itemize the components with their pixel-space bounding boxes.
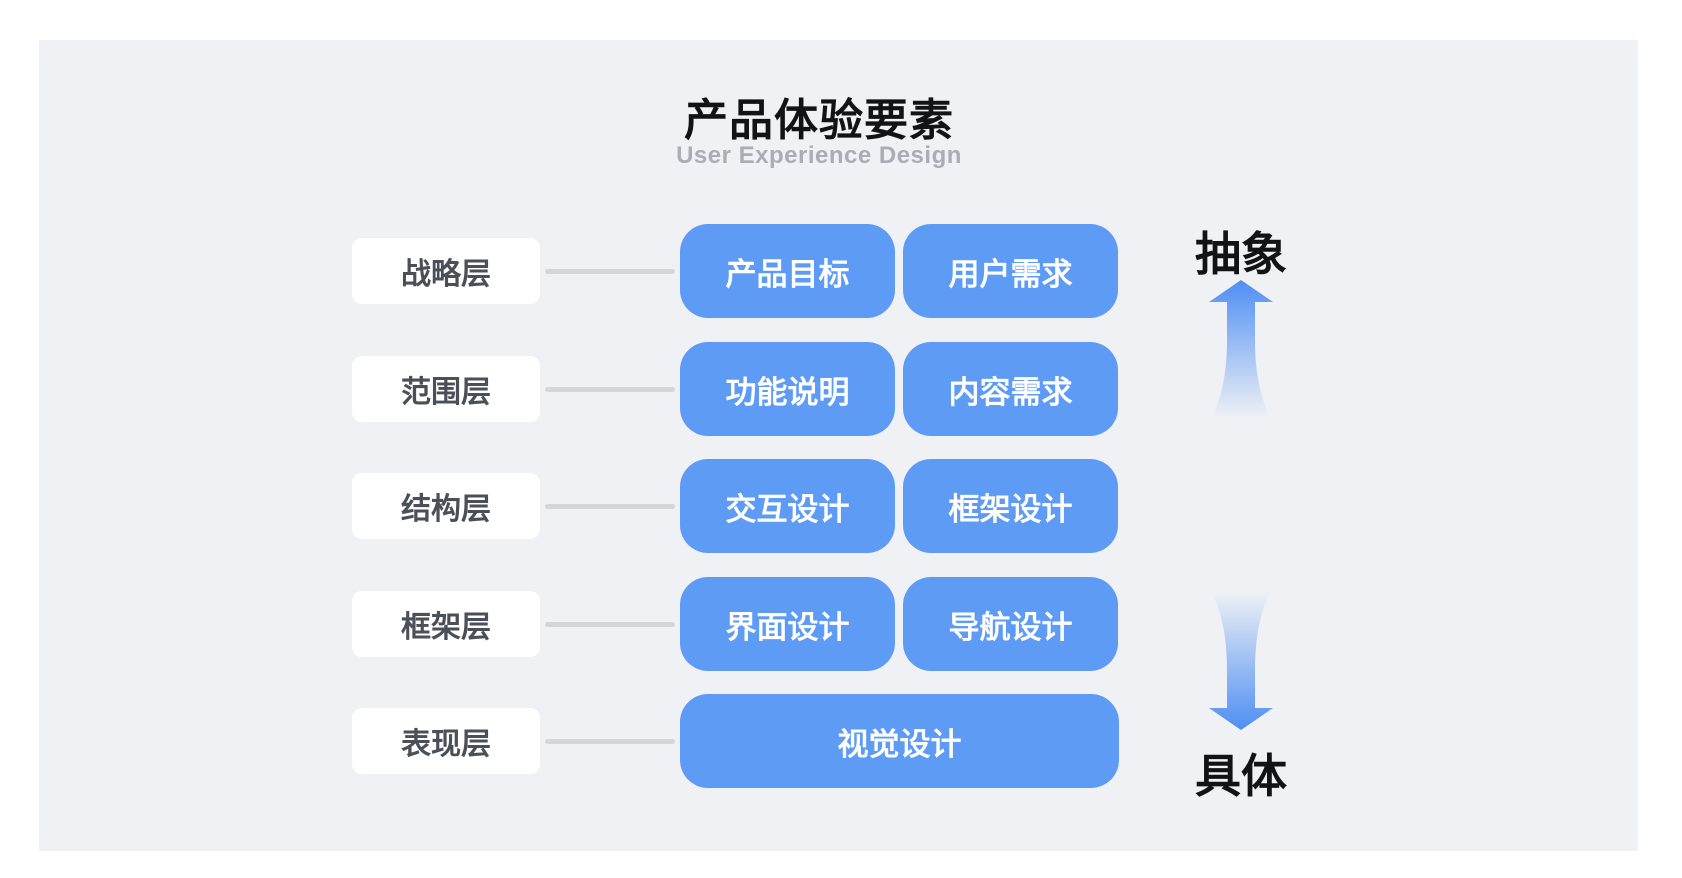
- element-box: 内容需求: [903, 342, 1118, 436]
- layer-row-skeleton: 框架层 界面设计 导航设计: [352, 577, 1118, 671]
- layer-row-structure: 结构层 交互设计 框架设计: [352, 459, 1118, 553]
- element-box: 框架设计: [903, 459, 1118, 553]
- layer-label: 框架层: [352, 591, 540, 657]
- layer-label: 范围层: [352, 356, 540, 422]
- page-title: 产品体验要素: [684, 96, 954, 145]
- down-arrow-icon: [1209, 592, 1273, 730]
- element-box: 界面设计: [680, 577, 895, 671]
- element-box: 用户需求: [903, 224, 1118, 318]
- element-box: 产品目标: [680, 224, 895, 318]
- element-box: 交互设计: [680, 459, 895, 553]
- connector-line: [545, 621, 675, 627]
- element-box: 功能说明: [680, 342, 895, 436]
- layer-row-scope: 范围层 功能说明 内容需求: [352, 342, 1118, 436]
- layer-label: 表现层: [352, 708, 540, 774]
- element-box: 视觉设计: [680, 694, 1119, 788]
- layer-row-strategy: 战略层 产品目标 用户需求: [352, 224, 1118, 318]
- element-box: 导航设计: [903, 577, 1118, 671]
- axis-label-concrete: 具体: [1195, 750, 1287, 802]
- axis-label-abstract: 抽象: [1195, 228, 1287, 280]
- connector-line: [545, 503, 675, 509]
- connector-line: [545, 386, 675, 392]
- layer-label: 战略层: [352, 238, 540, 304]
- up-arrow-icon: [1209, 280, 1273, 418]
- layer-label: 结构层: [352, 473, 540, 539]
- connector-line: [545, 268, 675, 274]
- connector-line: [545, 738, 675, 744]
- diagram-card: 产品体验要素 User Experience Design 战略层 产品目标 用…: [39, 40, 1638, 851]
- page-subtitle: User Experience Design: [676, 142, 962, 169]
- layer-row-surface: 表现层 视觉设计: [352, 694, 1119, 788]
